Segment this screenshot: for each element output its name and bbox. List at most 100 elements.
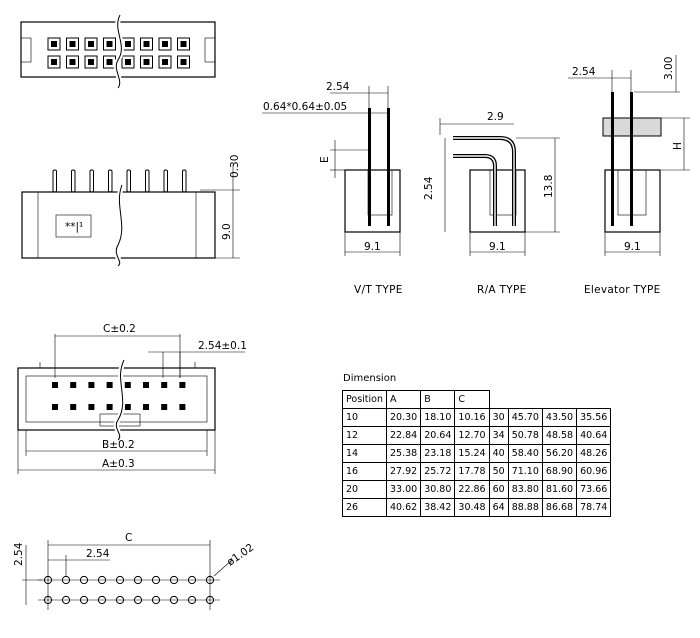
pin-square — [106, 59, 113, 65]
pin-square — [158, 37, 172, 51]
el-pitch-dim: 2.54 — [572, 66, 596, 78]
table-cell: 40.64 — [576, 426, 612, 445]
elevator-type-label: Elevator TYPE — [584, 284, 661, 296]
el-h-dim: H — [672, 142, 684, 150]
vt-type-view: 9.1 2.54 0.64*0.64±0.05 E V/T TYPE — [262, 81, 403, 296]
marking-text: **|¹ — [65, 221, 83, 233]
pin-square — [88, 59, 94, 65]
table-cell: 40.62 — [385, 498, 422, 517]
ra-type-label: R/A TYPE — [477, 284, 527, 296]
table-cell: 60 — [488, 480, 509, 499]
pin-stub — [89, 169, 94, 193]
pin-square — [143, 404, 149, 410]
pin-square — [70, 404, 77, 410]
pin-square — [103, 37, 116, 51]
elevator-type-view: 9.1 2.54 3.00 H Elevator TYPE — [568, 55, 690, 296]
pin-stub — [182, 169, 187, 193]
table-cell: 43.50 — [541, 408, 578, 427]
table-cell: 27.92 — [385, 462, 422, 481]
table-cell: 86.68 — [541, 498, 578, 517]
pin-square — [88, 41, 94, 47]
table-cell: 10.16 — [454, 408, 490, 427]
pin-square — [162, 59, 168, 65]
pin-stub — [163, 169, 168, 193]
pin-square — [88, 382, 95, 388]
ra-pitch-dim: 2.54 — [423, 176, 435, 200]
table-cell: 81.60 — [541, 480, 578, 499]
table-cell: 40 — [488, 444, 509, 463]
table-cell: 17.78 — [454, 462, 490, 481]
pcb-c-dim: C — [125, 532, 132, 544]
pin-square — [162, 41, 168, 47]
pin-square — [106, 404, 113, 410]
pin-square — [66, 55, 79, 69]
vt-width-dim: 9.1 — [364, 241, 381, 253]
pcb-layout-view: C 2.54 2.54 ø1.02 — [13, 532, 256, 610]
pin-stub — [71, 169, 76, 193]
vt-e-dim: E — [319, 156, 331, 163]
pin-square — [121, 55, 135, 69]
pin-square — [140, 55, 153, 69]
pin-square — [66, 37, 79, 51]
table-cell: 38.42 — [420, 498, 456, 517]
pin-square — [179, 382, 186, 388]
top-view — [20, 13, 216, 90]
pin-square — [84, 55, 98, 69]
vt-type-label: V/T TYPE — [354, 284, 403, 296]
pin-square — [143, 41, 150, 47]
table-cell: 60.96 — [576, 462, 612, 481]
pin-square — [125, 41, 131, 47]
pin-square — [124, 382, 131, 388]
pcb-pitch-h-dim: 2.54 — [86, 548, 110, 560]
pin-square — [51, 59, 57, 65]
table-cell: 14 — [342, 444, 387, 463]
table-cell: 58.40 — [507, 444, 543, 463]
bottom-view: C±0.2 2.54±0.1 B±0.2 A±0.3 — [17, 323, 247, 474]
table-cell: 71.10 — [507, 462, 543, 481]
table-cell: 12 — [342, 426, 387, 445]
pin-square — [177, 55, 190, 69]
table-cell: 18.10 — [420, 408, 456, 427]
table-cell: 20.64 — [420, 426, 456, 445]
table-cell: 78.74 — [576, 498, 612, 517]
vt-pin-size-dim: 0.64*0.64±0.05 — [263, 101, 347, 113]
pin-square — [47, 37, 61, 51]
pin-stub — [126, 169, 131, 193]
table-cell: 10 — [342, 408, 387, 427]
table-cell: 22.86 — [454, 480, 490, 499]
table-cell: 50.78 — [507, 426, 543, 445]
bottom-a-dim: A±0.3 — [102, 458, 135, 470]
bottom-c-dim: C±0.2 — [103, 323, 136, 335]
table-cell: 20.30 — [385, 408, 422, 427]
pin-square — [179, 404, 186, 410]
pin-square — [143, 59, 150, 65]
pin-square — [69, 41, 76, 47]
el-top-dim: 3.00 — [663, 57, 675, 80]
table-header-row: Position A B C — [342, 390, 611, 409]
bottom-pitch-dim: 2.54±0.1 — [198, 340, 247, 352]
table-cell: 83.80 — [507, 480, 543, 499]
bottom-b-dim: B±0.2 — [102, 439, 135, 451]
table-cell: 50 — [488, 462, 509, 481]
table-cell: 88.88 — [507, 498, 543, 517]
pin-square — [52, 404, 58, 410]
table-cell: 34 — [488, 426, 509, 445]
table-cell: 12.70 — [454, 426, 490, 445]
pin-square — [125, 59, 131, 65]
pin-stub — [52, 169, 57, 193]
pin-square — [140, 37, 153, 51]
pin-square — [180, 41, 187, 47]
table-header-cell: Position — [342, 390, 387, 409]
pin-square — [47, 55, 61, 69]
pin-square — [161, 404, 168, 410]
pin-stub — [145, 169, 150, 193]
table-cell: 45.70 — [507, 408, 543, 427]
pin-top-dim: 0.30 — [229, 155, 241, 178]
table-cell: 56.20 — [541, 444, 578, 463]
pin-square — [51, 41, 57, 47]
